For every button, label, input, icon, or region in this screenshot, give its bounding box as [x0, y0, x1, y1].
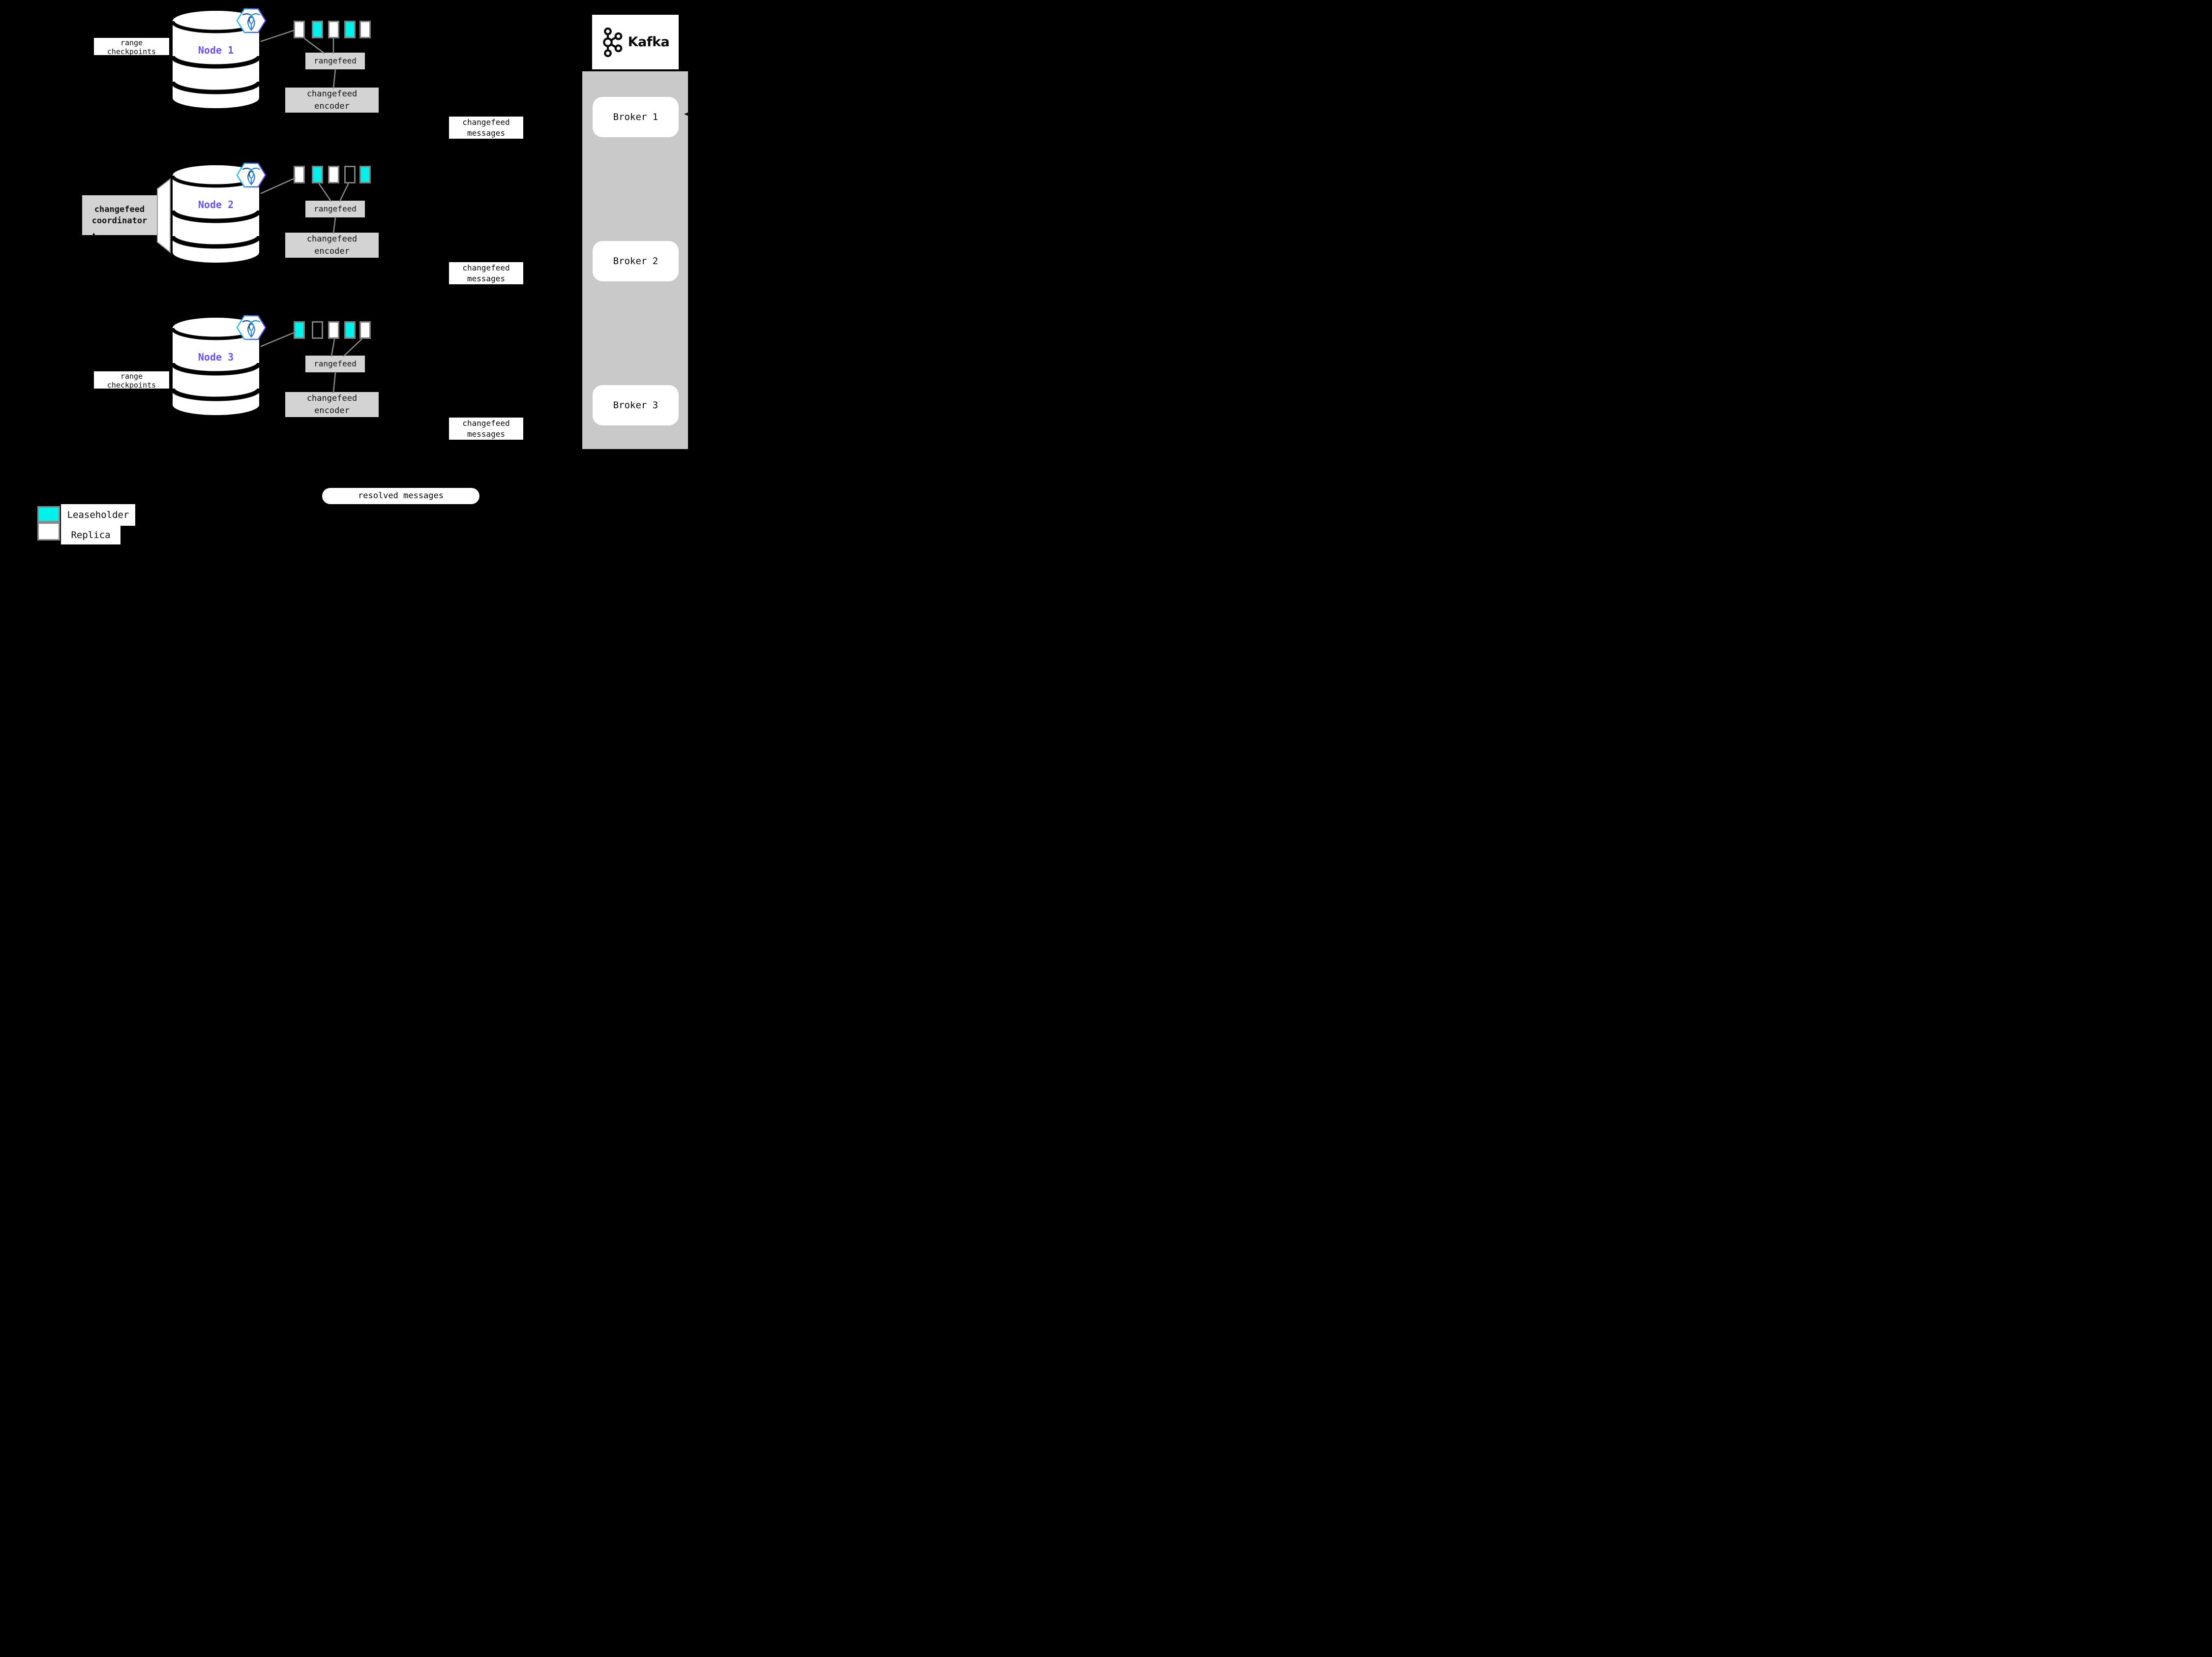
database-cylinder-icon — [172, 11, 260, 108]
range-block — [359, 321, 371, 339]
range-block — [328, 21, 339, 38]
range-block — [294, 166, 305, 183]
broker-label: Broker 2 — [613, 256, 658, 267]
resolved-messages-label: resolved messages — [322, 488, 479, 504]
range-checkpoints-label-top: range checkpoints — [94, 38, 169, 55]
legend-replica-swatch — [37, 522, 60, 541]
node-label: Node 2 — [198, 199, 234, 211]
range-block — [344, 166, 356, 183]
range-block — [328, 321, 339, 339]
range-block — [312, 21, 323, 38]
changefeed-encoder-label-node1: changefeed encoder — [285, 88, 379, 113]
range-block — [359, 166, 371, 183]
kafka-logo-icon — [602, 27, 623, 57]
legend-label-text: Replica — [71, 530, 111, 541]
rangefeed-label-node2: rangefeed — [305, 201, 365, 217]
coordinator-flag-shape — [157, 178, 171, 254]
diagram-canvas: Kafka Broker 1 Broker 2 Broker 3 range c… — [0, 0, 738, 552]
changefeed-coordinator-label: changefeed coordinator — [82, 195, 157, 235]
range-block — [344, 21, 356, 38]
legend-leaseholder-label: Leaseholder — [61, 504, 135, 526]
kafka-broker-2: Broker 2 — [593, 241, 679, 281]
node-1-cylinder: Node 1 — [172, 10, 260, 109]
range-block — [359, 21, 371, 38]
changefeed-messages-label-3: changefeed messages — [449, 418, 523, 440]
range-block — [294, 321, 305, 339]
legend-leaseholder-swatch — [37, 506, 60, 522]
broker-label: Broker 3 — [613, 400, 658, 411]
cockroachdb-icon — [236, 8, 267, 33]
database-cylinder-icon — [172, 165, 260, 263]
range-block — [328, 166, 339, 183]
kafka-broker-3: Broker 3 — [593, 385, 679, 425]
legend-replica-label: Replica — [61, 526, 120, 544]
rangefeed-label-node1: rangefeed — [305, 53, 365, 69]
changefeed-encoder-label-node3: changefeed encoder — [285, 392, 379, 417]
range-block — [344, 321, 356, 339]
kafka-broker-1: Broker 1 — [593, 97, 679, 137]
rangefeed-label-node3: rangefeed — [305, 356, 365, 372]
changefeed-messages-label-1: changefeed messages — [449, 117, 523, 139]
range-block — [312, 166, 323, 183]
database-cylinder-icon — [172, 318, 260, 415]
node-2-cylinder: Node 2 — [172, 165, 260, 263]
range-block — [294, 21, 305, 38]
node-label: Node 1 — [198, 44, 234, 56]
changefeed-encoder-label-node2: changefeed encoder — [285, 233, 379, 258]
range-block — [312, 321, 323, 339]
changefeed-messages-label-2: changefeed messages — [449, 262, 523, 284]
legend-label-text: Leaseholder — [67, 510, 129, 520]
node-label: Node 3 — [198, 351, 234, 363]
kafka-logo-box: Kafka — [592, 15, 679, 69]
cockroachdb-icon — [236, 162, 267, 188]
kafka-title: Kafka — [628, 34, 670, 50]
broker-label: Broker 1 — [613, 112, 658, 122]
cockroachdb-icon — [236, 315, 267, 340]
range-checkpoints-label-bottom: range checkpoints — [94, 371, 169, 389]
node-3-cylinder: Node 3 — [172, 317, 260, 416]
